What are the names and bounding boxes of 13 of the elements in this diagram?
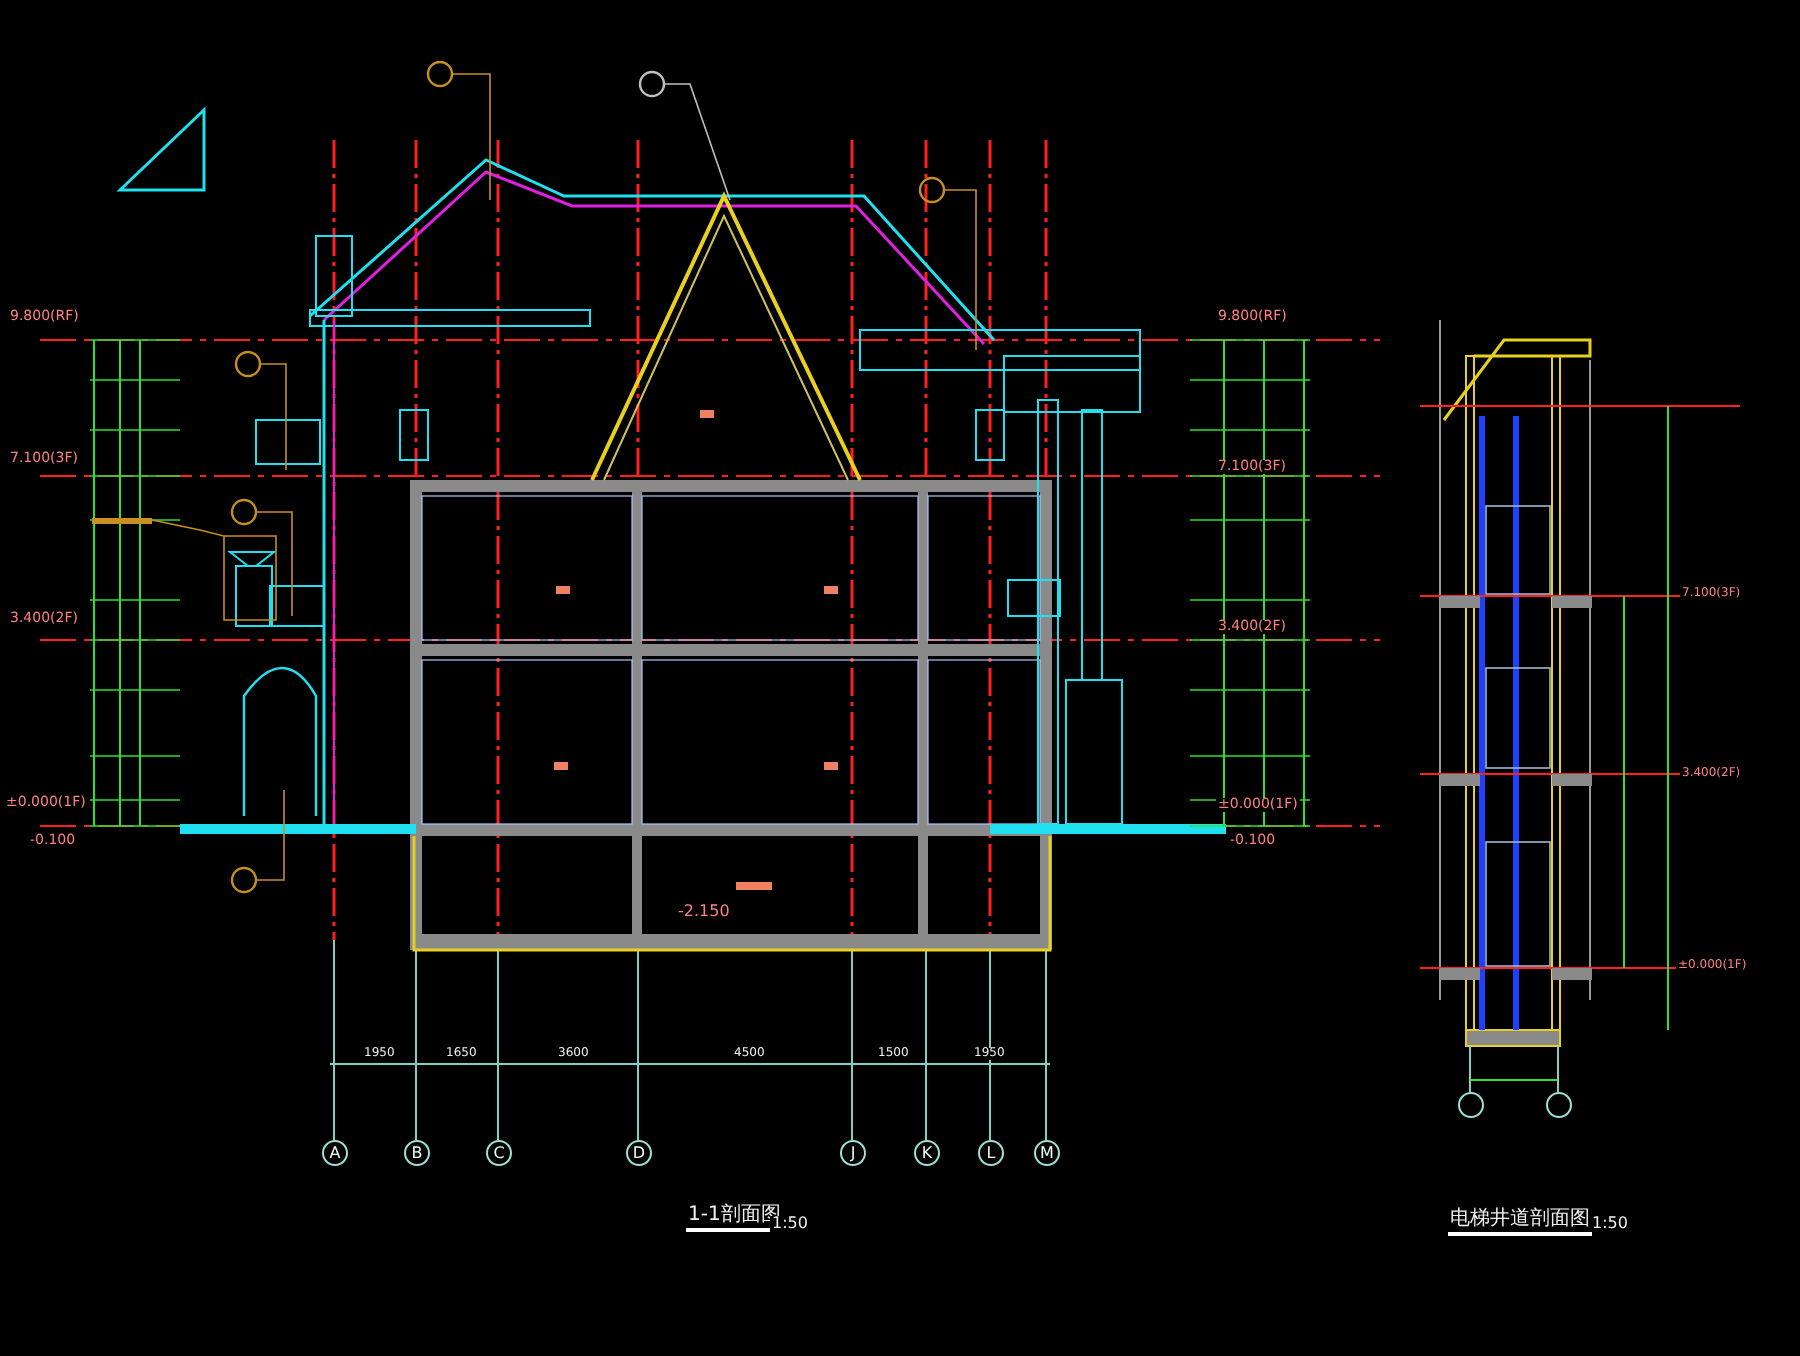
- axis-bubble: K: [914, 1140, 940, 1166]
- axis-bubble: D: [626, 1140, 652, 1166]
- elevation-mark: -2.150: [676, 904, 732, 920]
- scale-text: 1:50: [1590, 1216, 1630, 1232]
- axis-bubble: A: [322, 1140, 348, 1166]
- axis-bubble: [1546, 1092, 1572, 1118]
- axis-bubble: J: [840, 1140, 866, 1166]
- drawing-title: 电梯井道剖面图: [1448, 1210, 1592, 1236]
- axis-bubble: C: [486, 1140, 512, 1166]
- axis-bubble: M: [1034, 1140, 1060, 1166]
- axis-bubble: [1458, 1092, 1484, 1118]
- axis-bubble: L: [978, 1140, 1004, 1166]
- axis-bubble: B: [404, 1140, 430, 1166]
